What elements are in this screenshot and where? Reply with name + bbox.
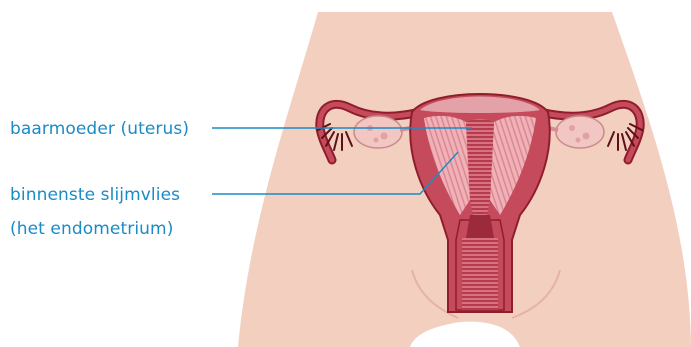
cervix-neck xyxy=(466,215,494,238)
ovary-left xyxy=(354,116,402,148)
vaginal-canal xyxy=(462,238,498,310)
label-endometrium-line2: (het endometrium) xyxy=(10,217,173,241)
label-endometrium-line1: binnenste slijmvlies xyxy=(10,183,180,207)
ovary-right xyxy=(556,116,604,148)
label-uterus: baarmoeder (uterus) xyxy=(10,117,189,141)
